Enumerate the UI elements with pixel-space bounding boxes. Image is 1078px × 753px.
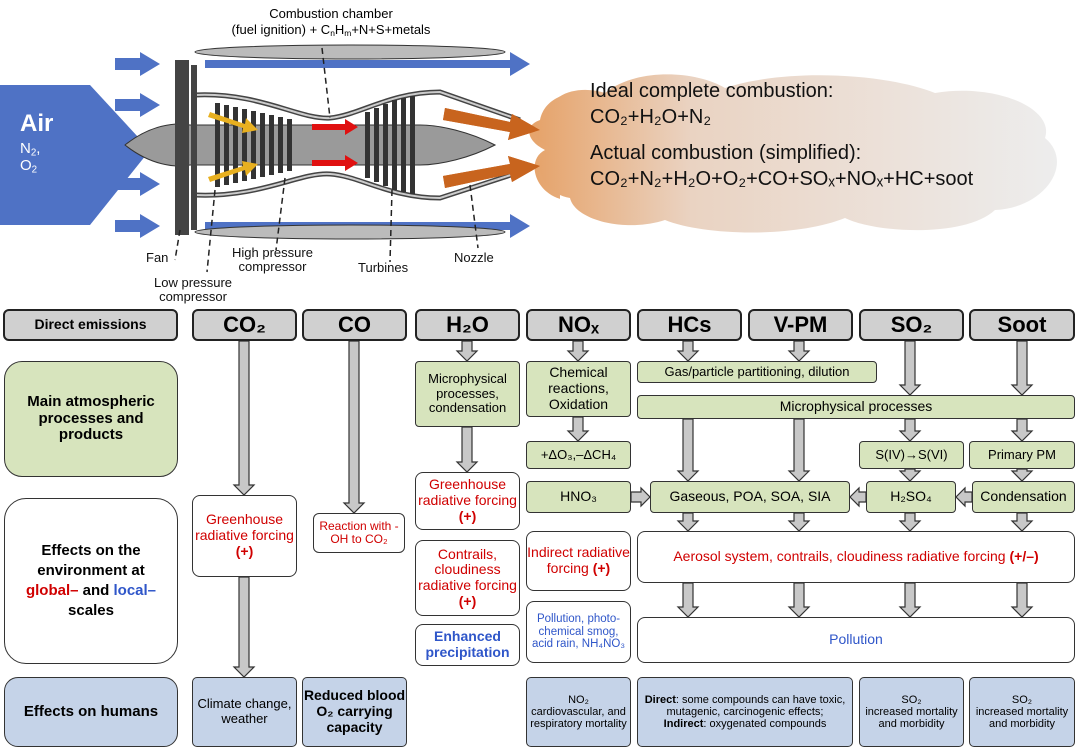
arrow-a1 [676,512,700,532]
process-gaseous: Gaseous, POA, SOA, SIA [650,481,850,513]
combustion-chamber-title: Combustion chamber [269,6,393,21]
arrow-hno3-gaseous [630,486,651,508]
combustion-chamber-inputs: (fuel ignition) + CnHm+N+S+metals [231,21,431,38]
process-chemical: Chemical reactions, Oxidation [526,361,631,417]
arrow-co2-ghg [232,340,256,496]
row-label-direct: Direct emissions [3,309,178,341]
air-arrow [0,85,150,225]
row-label-atmos: Main atmospheric processes and products [4,361,178,477]
env-precipitation: Enhanced precipitation [415,624,520,666]
combustion-arrow-top [312,119,358,135]
env-ghg-co2: Greenhouse radiative forcing (+) [192,495,297,577]
arrow-micro-gaseous-2 [787,418,811,482]
arrow-siv-h2so4 [898,468,922,482]
env-ghg-h2o: Greenhouse radiative forcing (+) [415,472,520,530]
nacelle-top [194,44,506,60]
arrow-co2-climate [232,576,256,678]
arrow-micro-siv [898,418,922,442]
ideal-formula: CO₂+H₂O+N₂ [590,106,712,128]
emission-nox: NOₓ [526,309,631,341]
air-gas-o2: O2 [20,157,38,176]
arrow-pm-cond [1010,468,1034,482]
arrow-p4 [1010,582,1034,618]
human-climate: Climate change, weather [192,677,297,747]
arrow-nox-chem [566,340,590,362]
turbine-blades [365,96,415,194]
process-gas-particle: Gas/particle partitioning, dilution [637,361,877,383]
emission-hcs: HCs [637,309,742,341]
arrow-cond-h2so4 [955,486,973,508]
arrow-p1 [676,582,700,618]
arrow-h2o-micro [455,340,479,362]
human-direct: Direct: some compounds can have toxic, m… [637,677,853,747]
arrow-nox-do3 [566,416,590,442]
yellow-arrow-top [208,112,258,133]
process-condensation: Condensation [972,481,1075,513]
arrow-h2o-ghg [455,426,479,473]
actual-title: Actual combustion (simplified): [590,142,862,164]
env-aerosol: Aerosol system, contrails, cloudiness ra… [637,531,1075,583]
process-delta-o3: +ΔO₃,–ΔCH₄ [526,441,631,469]
arrow-a4 [1010,512,1034,532]
process-micro-condensation: Microphysical processes, condensation [415,361,520,427]
fan-label: Fan [146,250,169,265]
env-indirect: Indirect radiative forcing (+) [526,531,631,591]
arrow-p3 [898,582,922,618]
inflow-arrows [115,52,160,238]
emission-soot: Soot [969,309,1075,341]
env-pollution: Pollution [637,617,1075,663]
process-hno3: HNO₃ [526,481,631,513]
arrow-h2so4-gaseous [849,486,867,508]
arrow-a3 [898,512,922,532]
exhaust-cloud-full [443,74,1057,233]
arrow-vpm-gas [787,340,811,362]
yellow-arrow-bottom [208,161,258,182]
nacelle-bottom [194,224,506,240]
arrow-a2 [787,512,811,532]
combustion-chamber-label: Combustion chamber (fuel ignition) + CnH… [196,6,466,37]
air-gas-n2: N2, [20,140,41,159]
nozzle-label: Nozzle [454,250,494,265]
turbines-label: Turbines [358,260,409,275]
process-primary-pm: Primary PM [969,441,1075,469]
combustion-arrow-bottom [312,155,358,171]
air-label-group: Air N2, O2 [20,110,54,176]
emission-co2: CO₂ [192,309,297,341]
combustion-text: Ideal complete combustion: CO₂+H₂O+N₂ Ac… [590,78,973,192]
ideal-title: Ideal complete combustion: [590,80,834,102]
process-microphysical: Microphysical processes [637,395,1075,419]
arrow-soot-micro [1010,340,1034,396]
env-pollution-nox: Pollution, photo-chemical smog, acid rai… [526,601,631,663]
emission-h2o: H₂O [415,309,520,341]
fan-blades [175,60,197,235]
arrow-co-reaction [342,340,366,514]
actual-formula: CO₂+N₂+H₂O+O₂+CO+SOₓ+NOₓ+HC+soot [590,168,974,190]
compressor-blades [215,103,292,187]
process-h2so4: H₂SO₄ [866,481,956,513]
emission-so2: SO₂ [859,309,964,341]
arrow-hcs-gas [676,340,700,362]
process-siv: S(IV)→S(VI) [859,441,964,469]
env-reaction-oh: Reaction with -OH to CO₂ [313,513,405,553]
env-contrails: Contrails, cloudiness radiative forcing … [415,540,520,616]
row-label-env: Effects on the environment at global– an… [4,498,178,664]
arrow-micro-pm [1010,418,1034,442]
emission-co: CO [302,309,407,341]
human-blood: Reduced blood O₂ carrying capacity [302,677,407,747]
arrow-p2 [787,582,811,618]
air-label: Air [20,110,54,137]
arrow-so2-micro [898,340,922,396]
row-label-humans: Effects on humans [4,677,178,747]
emission-vpm: V-PM [748,309,853,341]
arrow-micro-gaseous [676,418,700,482]
